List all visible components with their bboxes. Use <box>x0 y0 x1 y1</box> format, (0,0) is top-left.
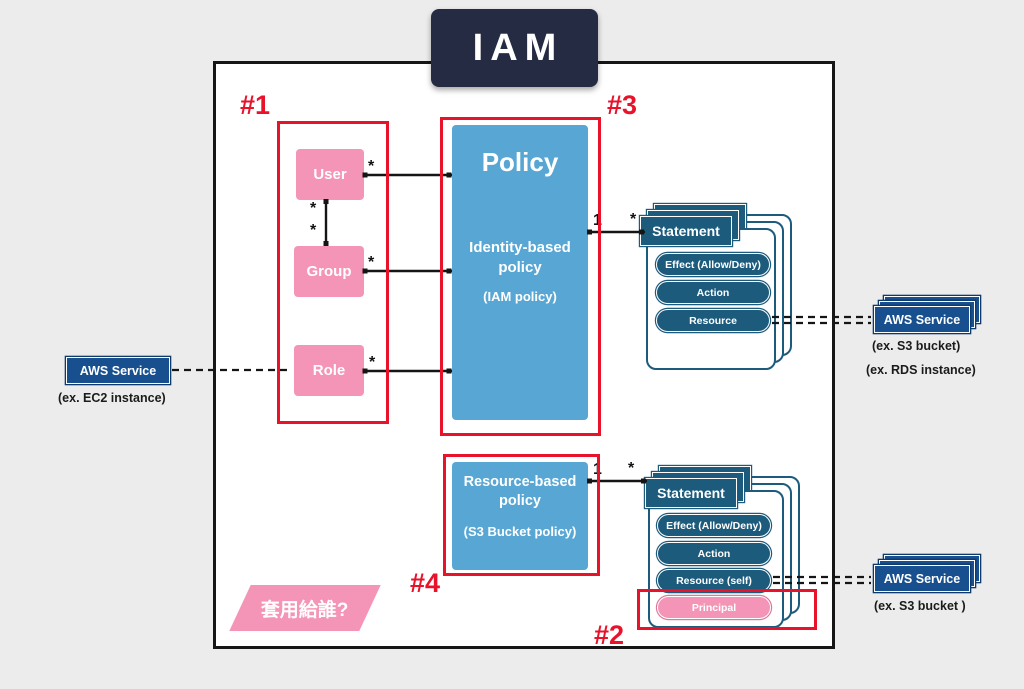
aws-service-right-top-caption1: (ex. S3 bucket) <box>872 339 961 353</box>
annotation-3: #3 <box>607 90 638 120</box>
resource-policy-title: Resource-based policy <box>463 474 577 509</box>
red-box-3 <box>440 117 601 436</box>
identity-policy-title: Policy <box>481 147 559 177</box>
red-box-4 <box>443 454 600 576</box>
mult-usergroup-top: * <box>310 200 317 217</box>
mult-statement1-many: * <box>630 211 637 228</box>
identity-policy-subtitle: Identity-based policy <box>469 239 571 276</box>
iam-header-box: IAM <box>431 9 598 87</box>
iam-title: IAM <box>472 26 564 69</box>
identity-policy-box: Policy Identity-based policy (IAM policy… <box>452 125 588 420</box>
mult-policy-one: 1 <box>593 212 602 229</box>
statement2-pill-effect: Effect (Allow/Deny) <box>657 514 771 537</box>
role-box: Role <box>294 345 364 396</box>
mult-usergroup-bottom: * <box>310 222 317 239</box>
statement1-pill-effect: Effect (Allow/Deny) <box>656 253 770 276</box>
red-box-2 <box>637 589 817 630</box>
red-box-1 <box>277 121 389 424</box>
group-box: Group <box>294 246 364 297</box>
aws-service-right-top-caption2: (ex. RDS instance) <box>866 363 976 377</box>
resource-policy-box: Resource-based policy (S3 Bucket policy) <box>452 462 588 570</box>
aws-service-left-caption: (ex. EC2 instance) <box>58 391 166 405</box>
aws-service-left-box: AWS Service <box>66 357 170 384</box>
mult-role-many: * <box>369 354 376 371</box>
user-box: User <box>296 149 364 200</box>
statement2-pill-principal: Principal <box>657 596 771 619</box>
connector-endpoints <box>323 172 646 484</box>
annotation-4: #4 <box>410 568 441 598</box>
statement1-pill-resource: Resource <box>656 309 770 332</box>
resource-policy-note: (S3 Bucket policy) <box>463 524 577 539</box>
statement2-header: Statement <box>645 478 737 508</box>
aws-service-right-bottom-box: AWS Service <box>874 565 970 592</box>
statement1-header: Statement <box>640 216 732 246</box>
annotation-1: #1 <box>240 90 271 120</box>
statement2-pill-action: Action <box>657 542 771 565</box>
mult-user-many: * <box>368 158 375 175</box>
mult-group-many: * <box>368 254 375 271</box>
statement1-pill-action: Action <box>656 281 770 304</box>
aws-service-right-bottom-caption: (ex. S3 bucket ) <box>874 599 966 613</box>
annotation-2: #2 <box>594 620 625 650</box>
aws-service-right-top-box: AWS Service <box>874 306 970 333</box>
mult-statement2-many: * <box>628 460 635 477</box>
identity-policy-note: (IAM policy) <box>483 289 557 304</box>
